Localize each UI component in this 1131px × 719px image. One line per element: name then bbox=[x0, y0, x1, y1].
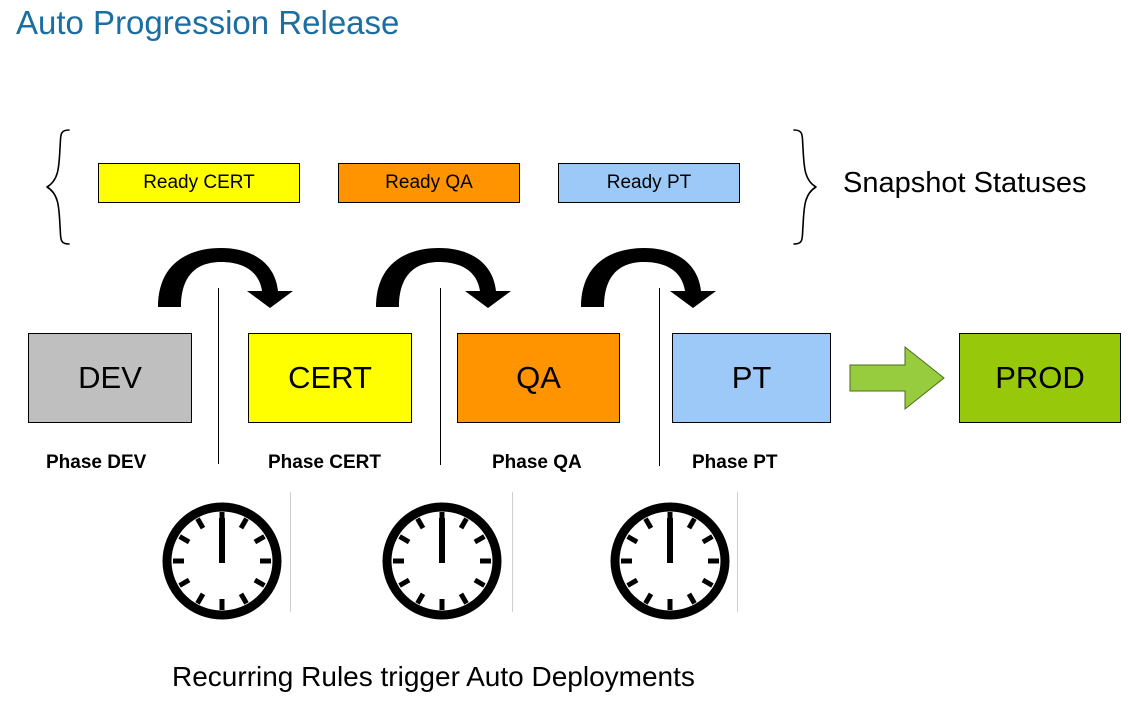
env-box-label: QA bbox=[516, 360, 561, 395]
status-box-label: Ready PT bbox=[606, 172, 692, 193]
clock-icon bbox=[380, 500, 504, 622]
phase-label-dev: Phase DEV bbox=[46, 452, 147, 473]
env-box-pt[interactable]: PT bbox=[672, 333, 831, 423]
clock-divider-line bbox=[290, 492, 291, 612]
phase-divider-line bbox=[218, 288, 219, 464]
env-box-label: PT bbox=[731, 360, 772, 395]
status-box-ready-pt[interactable]: Ready PT bbox=[558, 163, 740, 203]
clock-icon bbox=[608, 500, 732, 622]
curved-arrow-right-icon bbox=[155, 247, 297, 309]
recurring-rules-caption: Recurring Rules trigger Auto Deployments bbox=[172, 661, 695, 692]
env-box-qa[interactable]: QA bbox=[457, 333, 620, 423]
curly-brace-right-icon bbox=[792, 128, 818, 246]
status-box-label: Ready QA bbox=[385, 172, 473, 193]
clock-divider-line bbox=[737, 492, 738, 612]
page-title: Auto Progression Release bbox=[16, 4, 400, 41]
status-box-label: Ready CERT bbox=[143, 172, 255, 193]
env-box-prod[interactable]: PROD bbox=[959, 333, 1121, 423]
snapshot-statuses-label: Snapshot Statuses bbox=[843, 167, 1087, 199]
env-box-label: DEV bbox=[78, 360, 142, 395]
env-box-dev[interactable]: DEV bbox=[28, 333, 192, 423]
phase-divider-line bbox=[440, 288, 441, 465]
env-box-cert[interactable]: CERT bbox=[248, 333, 412, 423]
curved-arrow-right-icon bbox=[578, 247, 720, 309]
curly-brace-left-icon bbox=[45, 128, 71, 246]
block-arrow-right-icon bbox=[849, 345, 945, 411]
phase-label-cert: Phase CERT bbox=[268, 452, 381, 473]
phase-divider-line bbox=[659, 288, 660, 466]
status-box-ready-qa[interactable]: Ready QA bbox=[338, 163, 520, 203]
env-box-label: PROD bbox=[995, 360, 1085, 395]
phase-label-pt: Phase PT bbox=[692, 452, 778, 473]
curved-arrow-right-icon bbox=[373, 247, 515, 309]
status-box-ready-cert[interactable]: Ready CERT bbox=[98, 163, 300, 203]
clock-icon bbox=[160, 500, 284, 622]
clock-divider-line bbox=[512, 492, 513, 612]
phase-label-qa: Phase QA bbox=[492, 452, 582, 473]
env-box-label: CERT bbox=[288, 360, 372, 395]
